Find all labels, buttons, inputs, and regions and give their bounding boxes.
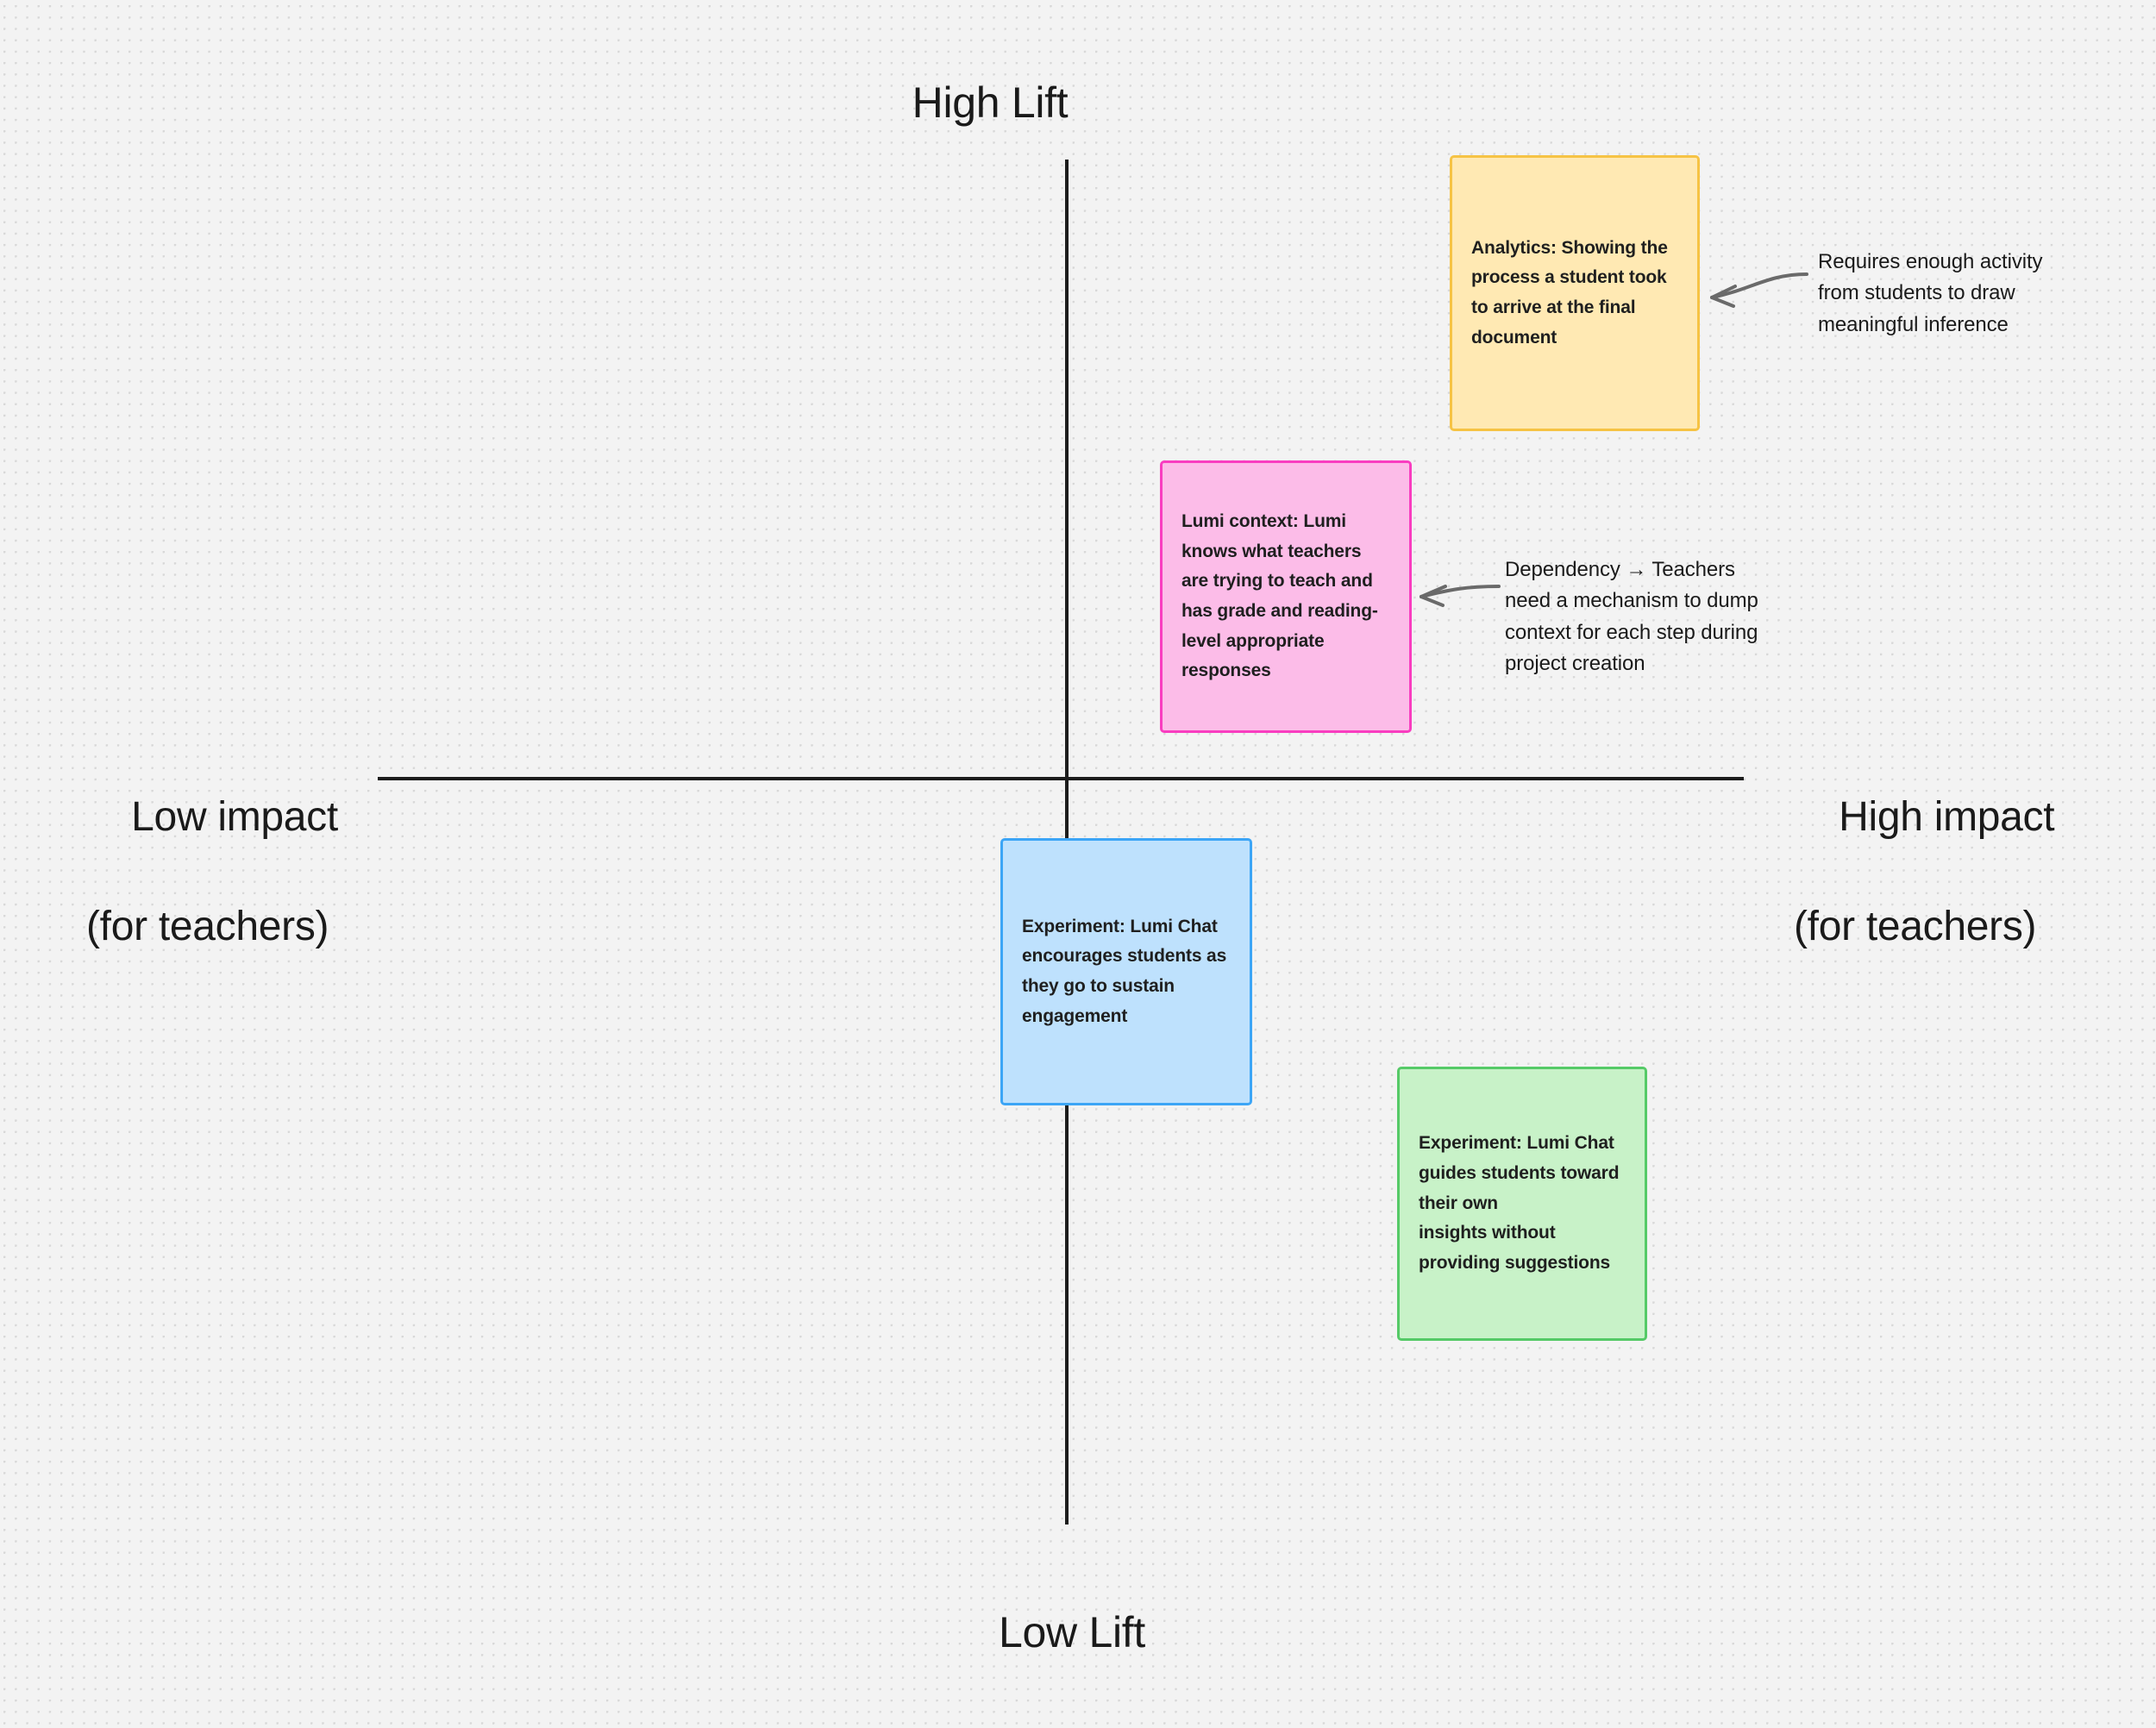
annotation-dependency-context-dump: Dependency → Teachers need a mechanism t… (1505, 558, 1758, 676)
annotation-requires-activity: Requires enough activity from students t… (1818, 250, 2043, 336)
sticky-note-analytics-process[interactable]: Analytics: Showing the process a student… (1450, 155, 1700, 431)
sticky-note-text: Experiment: Lumi Chat encourages student… (1022, 916, 1227, 1026)
sticky-note-lumi-chat-guides[interactable]: Experiment: Lumi Chat guides students to… (1397, 1067, 1647, 1341)
sticky-note-text: Experiment: Lumi Chat guides students to… (1419, 1133, 1620, 1273)
axis-label-low-lift: Low Lift (999, 1608, 1145, 1656)
axis-label-low-impact-line1: Low impact (131, 794, 338, 841)
axis-label-low-impact: Low impact (for teachers) (86, 736, 338, 1063)
sticky-note-lumi-context[interactable]: Lumi context: Lumi knows what teachers a… (1160, 460, 1412, 733)
horizontal-axis-line (378, 777, 1744, 780)
sticky-note-text: Lumi context: Lumi knows what teachers a… (1181, 511, 1378, 681)
sticky-note-lumi-chat-encourages[interactable]: Experiment: Lumi Chat encourages student… (1000, 838, 1252, 1105)
axis-label-high-impact-line1: High impact (1839, 794, 2055, 841)
axis-label-high-impact-line2: (for teachers) (1794, 904, 2037, 950)
axis-label-high-impact: High impact (for teachers) (1794, 736, 2055, 1063)
axis-label-low-impact-line2: (for teachers) (86, 904, 329, 950)
sticky-note-text: Analytics: Showing the process a student… (1471, 237, 1668, 347)
axis-label-high-lift: High Lift (912, 78, 1069, 127)
